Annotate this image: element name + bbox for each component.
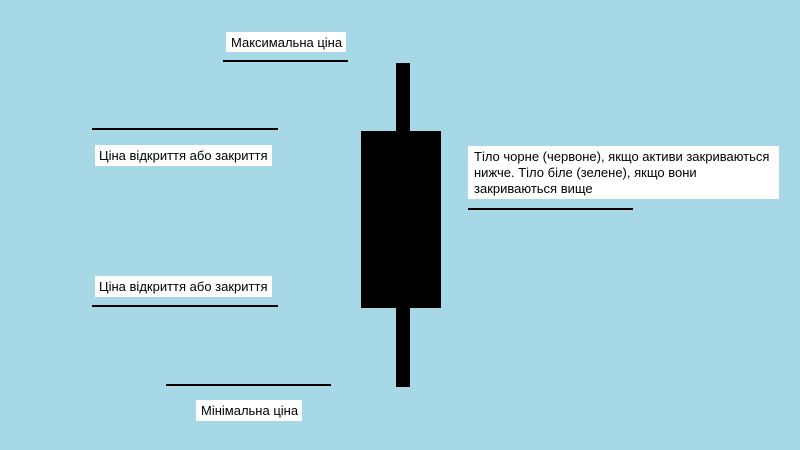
- upper-wick: [396, 63, 410, 133]
- candle-body: [361, 131, 441, 308]
- high-price-line: [223, 60, 348, 62]
- lower-wick: [396, 306, 410, 387]
- open-close-top-line: [92, 128, 278, 130]
- open-close-bottom-label: Ціна відкриття або закриття: [95, 276, 272, 297]
- body-color-note: Тіло чорне (червоне), якщо активи закрив…: [468, 146, 779, 199]
- body-note-line: [468, 208, 633, 210]
- low-price-line: [166, 384, 331, 386]
- low-price-label: Мінімальна ціна: [196, 400, 302, 421]
- open-close-bottom-line: [92, 305, 278, 307]
- high-price-label: Максимальна ціна: [226, 32, 346, 52]
- open-close-top-label: Ціна відкриття або закриття: [95, 145, 272, 166]
